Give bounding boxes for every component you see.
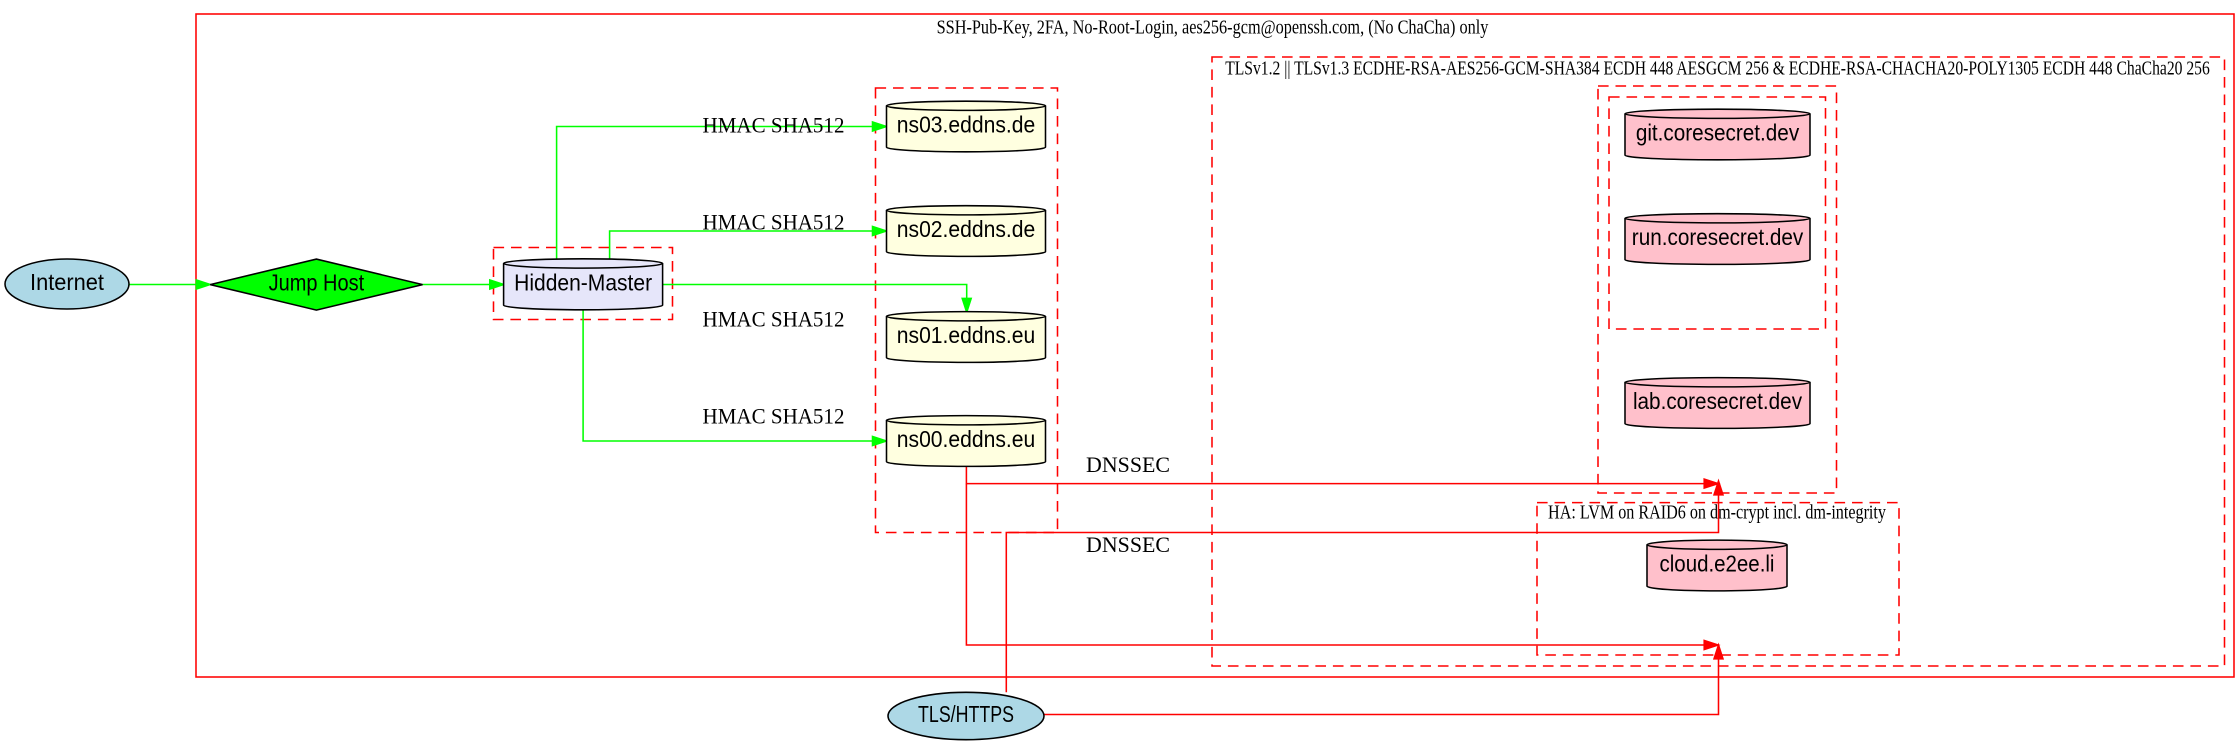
svg-text:ns02.eddns.de: ns02.eddns.de (897, 216, 1035, 242)
svg-text:Jump Host: Jump Host (269, 270, 364, 296)
svg-text:HMAC SHA512: HMAC SHA512 (703, 113, 845, 138)
svg-text:git.coresecret.dev: git.coresecret.dev (1636, 119, 1799, 145)
svg-text:HA: LVM on RAID6 on dm-crypt i: HA: LVM on RAID6 on dm-crypt incl. dm-in… (1548, 501, 1887, 523)
svg-text:HMAC SHA512: HMAC SHA512 (703, 210, 845, 235)
svg-text:HMAC SHA512: HMAC SHA512 (703, 404, 845, 429)
svg-text:TLSv1.2 || TLSv1.3 ECDHE-RSA-A: TLSv1.2 || TLSv1.3 ECDHE-RSA-AES256-GCM-… (1225, 57, 2210, 79)
svg-text:Hidden-Master: Hidden-Master (514, 269, 652, 295)
svg-text:lab.coresecret.dev: lab.coresecret.dev (1633, 388, 1802, 414)
svg-text:run.coresecret.dev: run.coresecret.dev (1632, 224, 1803, 250)
svg-text:SSH-Pub-Key, 2FA, No-Root-Logi: SSH-Pub-Key, 2FA, No-Root-Login, aes256-… (937, 17, 1489, 39)
svg-text:ns01.eddns.eu: ns01.eddns.eu (897, 322, 1035, 348)
svg-text:cloud.e2ee.li: cloud.e2ee.li (1660, 550, 1775, 576)
svg-text:TLS/HTTPS: TLS/HTTPS (918, 702, 1014, 728)
svg-text:ns00.eddns.eu: ns00.eddns.eu (897, 426, 1035, 452)
svg-text:DNSSEC: DNSSEC (1086, 532, 1170, 557)
svg-text:DNSSEC: DNSSEC (1086, 452, 1170, 477)
svg-text:ns03.eddns.de: ns03.eddns.de (897, 112, 1035, 138)
svg-text:HMAC SHA512: HMAC SHA512 (703, 307, 845, 332)
svg-text:Internet: Internet (30, 269, 105, 295)
